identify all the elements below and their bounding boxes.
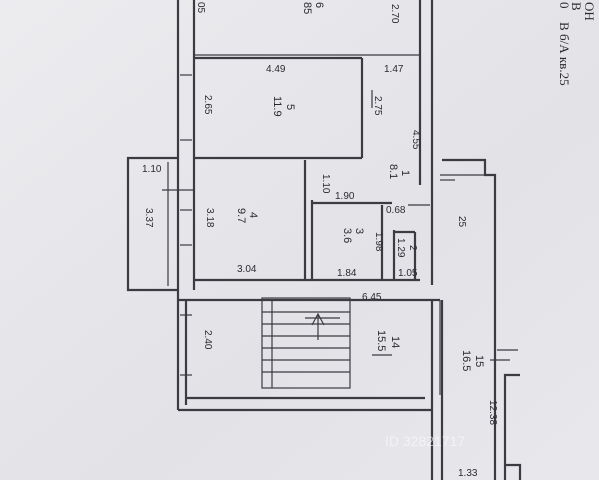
room-area: 85 bbox=[301, 2, 313, 14]
dim-3-04: 3.04 bbox=[237, 264, 257, 275]
watermark-id: ID 32821717 bbox=[385, 433, 465, 449]
dim-4-49: 4.49 bbox=[266, 64, 286, 75]
dim-1-84: 1.84 bbox=[337, 268, 357, 279]
room-number: 14 bbox=[389, 336, 401, 348]
room-6: 6 85 bbox=[301, 2, 325, 14]
room-4: 4 9.7 bbox=[235, 208, 259, 223]
room-number: 2 bbox=[407, 245, 418, 251]
header-line3: 0 bbox=[557, 2, 572, 9]
left-dim-label: 05 bbox=[195, 2, 206, 14]
room-14: 14 15.5 bbox=[375, 330, 401, 351]
dim-1-10-corridor: 1.10 bbox=[320, 174, 331, 194]
address-label: б/А кв.25 bbox=[557, 34, 572, 86]
dim-2-40: 2.40 bbox=[202, 330, 213, 350]
dim-2-75: 2.75 bbox=[372, 96, 383, 116]
room-number: 5 bbox=[284, 104, 296, 110]
header-line2: В bbox=[569, 2, 584, 11]
window-marks bbox=[180, 74, 192, 376]
room-number: 6 bbox=[313, 2, 325, 8]
room-area: 3.6 bbox=[341, 228, 353, 243]
room-3: 3 3.6 bbox=[341, 228, 365, 243]
dim-1-33: 1.33 bbox=[458, 468, 478, 479]
dim-25: 25 bbox=[456, 216, 467, 228]
dim-0-68: 0.68 bbox=[386, 205, 406, 216]
dimension-ticks bbox=[162, 90, 510, 361]
room-number: 4 bbox=[247, 212, 259, 218]
stairs bbox=[261, 297, 351, 389]
dimension-labels: 2.70 4.49 1.47 2.65 2.75 4.55 1.10 1.10 … bbox=[142, 4, 498, 479]
header-line-b: В bbox=[557, 22, 572, 31]
walls bbox=[126, 0, 522, 480]
dim-1-10-balcony: 1.10 bbox=[142, 164, 162, 175]
room-area: 1.29 bbox=[395, 238, 406, 258]
room-15: 15 16.5 bbox=[460, 350, 485, 371]
room-number: 15 bbox=[473, 355, 485, 367]
header-line1: ОН bbox=[582, 2, 597, 21]
room-number: 3 bbox=[353, 228, 365, 234]
room-2: 2 1.29 bbox=[395, 238, 418, 258]
room-area: 16.5 bbox=[460, 350, 472, 371]
dim-12-38: 12.38 bbox=[487, 400, 498, 425]
dim-4-55: 4.55 bbox=[410, 130, 421, 150]
dim-3-18: 3.18 bbox=[204, 208, 215, 228]
dim-1-98: 1.98 bbox=[373, 232, 384, 252]
dim-3-37: 3.37 bbox=[143, 208, 154, 228]
room-area: 11.9 bbox=[271, 96, 283, 117]
dim-1-90: 1.90 bbox=[335, 191, 355, 202]
room-5: 5 11.9 bbox=[271, 96, 296, 117]
room-area: 15.5 bbox=[375, 330, 387, 351]
dim-1-47: 1.47 bbox=[384, 64, 404, 75]
dim-2-70: 2.70 bbox=[389, 4, 400, 24]
room-labels: 6 85 5 11.9 4 9.7 3 3.6 1 8.1 2 1.29 14 … bbox=[235, 2, 485, 371]
dim-2-65: 2.65 bbox=[202, 95, 213, 115]
room-1: 1 8.1 bbox=[387, 164, 411, 179]
room-area: 9.7 bbox=[235, 208, 247, 223]
room-number: 1 bbox=[399, 170, 411, 176]
header-text: ОН В 0 В б/А кв.25 05 bbox=[195, 2, 597, 86]
dim-1-05: 1.05 bbox=[398, 268, 418, 279]
dim-6-45: 6.45 bbox=[362, 292, 382, 303]
room-area: 8.1 bbox=[387, 164, 399, 179]
